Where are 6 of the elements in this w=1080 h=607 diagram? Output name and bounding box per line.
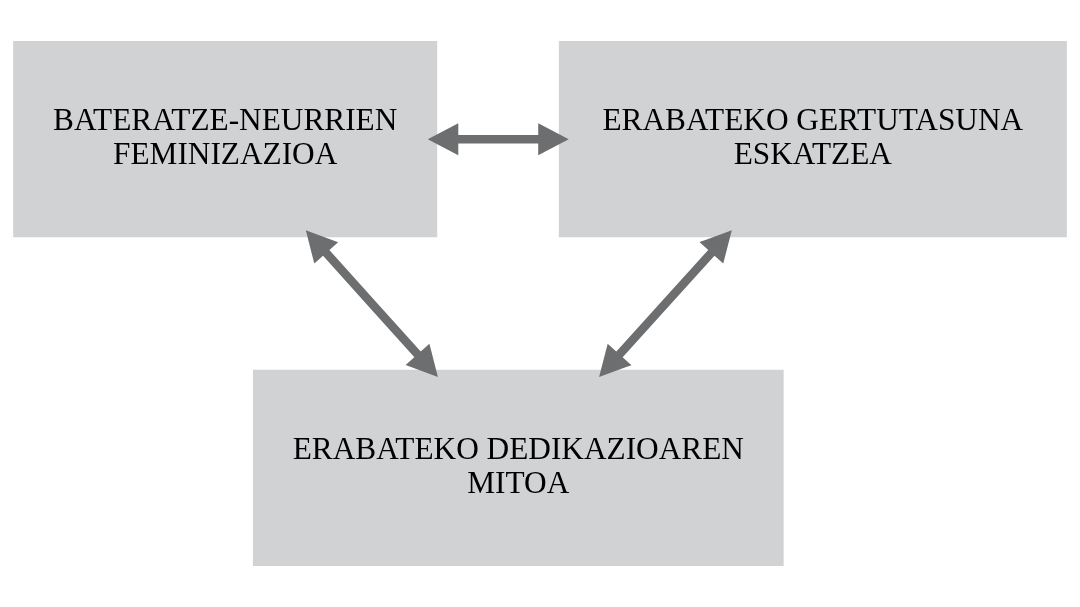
node-box: ERABATEKO GERTUTASUNA ESKATZEA [558,41,1067,238]
arrow [599,230,732,378]
node-box: ERABATEKO DEDIKAZIOAREN MITOA [252,369,784,566]
arrow [305,230,438,378]
node-box: BATERATZE-NEURRIEN FEMINIZAZIOA [13,41,438,238]
arrow [427,123,569,156]
